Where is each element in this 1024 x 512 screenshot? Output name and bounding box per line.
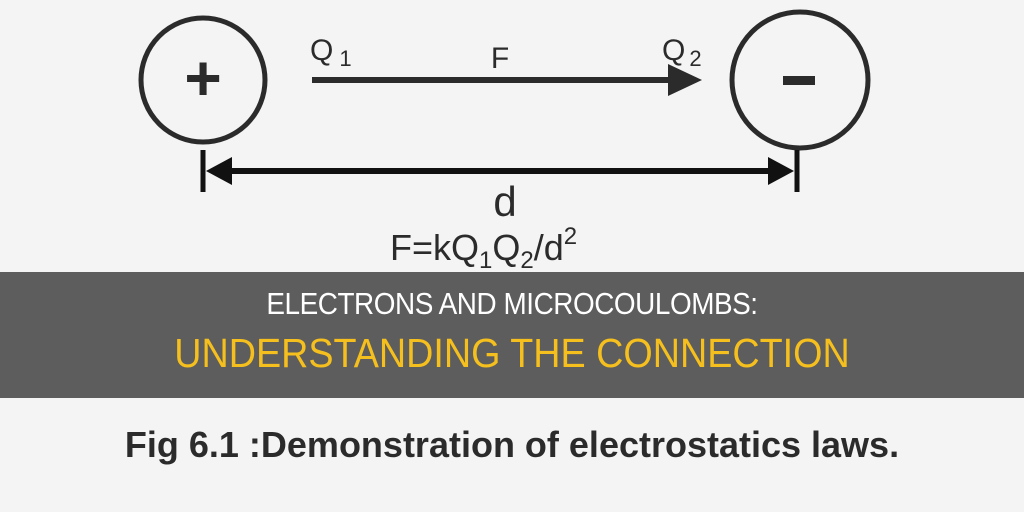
distance-label: d <box>493 178 516 225</box>
coulomb-formula: F=kQ1Q2/d2 <box>390 223 577 274</box>
force-arrowhead <box>668 64 702 96</box>
force-label: F <box>491 42 509 75</box>
negative-charge-circle <box>729 9 871 151</box>
title-line-2: UNDERSTANDING THE CONNECTION <box>174 330 850 376</box>
title-line-1: ELECTRONS AND MICROCOULOMBS: <box>266 286 758 321</box>
distance-arrowhead-left <box>206 157 232 185</box>
positive-sign: + <box>184 42 221 114</box>
figure-caption: Fig 6.1 :Demonstration of electrostatics… <box>124 424 900 465</box>
distance-arrowhead-right <box>768 157 794 185</box>
positive-charge-circle <box>138 15 268 145</box>
title-overlay <box>0 272 1024 398</box>
negative-sign <box>783 76 815 85</box>
